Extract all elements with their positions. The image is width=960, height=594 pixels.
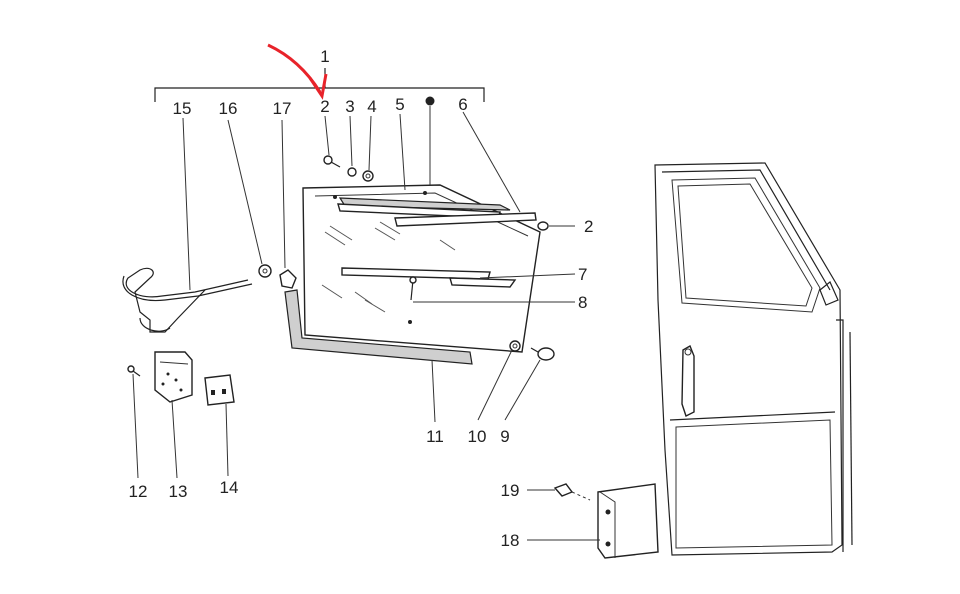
label-15: 15 xyxy=(173,99,192,118)
door-panel xyxy=(654,162,853,556)
nut-part-4 xyxy=(362,170,374,182)
washer-part-10 xyxy=(509,340,521,352)
label-14: 14 xyxy=(220,478,239,497)
label-2-right: 2 xyxy=(584,217,593,236)
screw-part-19 xyxy=(553,483,591,501)
armrest-part-18 xyxy=(597,483,659,559)
label-18: 18 xyxy=(501,531,520,550)
label-7: 7 xyxy=(578,265,587,284)
washer-part-3 xyxy=(347,167,357,177)
label-19: 19 xyxy=(501,481,520,500)
label-6: 6 xyxy=(458,95,467,114)
label-4: 4 xyxy=(367,97,376,116)
nut-part-16 xyxy=(258,264,272,278)
dot-marker xyxy=(425,96,435,106)
label-3: 3 xyxy=(345,97,354,116)
screw-part-8 xyxy=(409,276,417,301)
label-2: 2 xyxy=(320,97,329,116)
label-13: 13 xyxy=(169,482,188,501)
top-channel-strips xyxy=(337,197,537,227)
clip-part-2 xyxy=(537,221,549,231)
label-16: 16 xyxy=(219,99,238,118)
label-1: 1 xyxy=(320,47,329,66)
label-11: 11 xyxy=(426,427,444,446)
clip-part-17 xyxy=(279,269,297,289)
label-12: 12 xyxy=(129,482,148,501)
screw-part-2 xyxy=(323,155,341,168)
label-10: 10 xyxy=(468,427,487,446)
label-5: 5 xyxy=(395,95,404,114)
leader-lines xyxy=(132,106,600,541)
window-channel-seal xyxy=(284,289,473,365)
wire-regulator-part-15 xyxy=(122,267,253,333)
window-glass-part xyxy=(302,184,541,353)
label-9: 9 xyxy=(500,427,509,446)
knob-part-9 xyxy=(530,347,555,361)
label-17: 17 xyxy=(273,99,292,118)
screw-part-12 xyxy=(127,365,141,377)
red-arrow-annotation xyxy=(267,43,328,100)
bracket-part-13 xyxy=(154,351,193,403)
plate-part-14 xyxy=(204,374,235,406)
label-8: 8 xyxy=(578,293,587,312)
